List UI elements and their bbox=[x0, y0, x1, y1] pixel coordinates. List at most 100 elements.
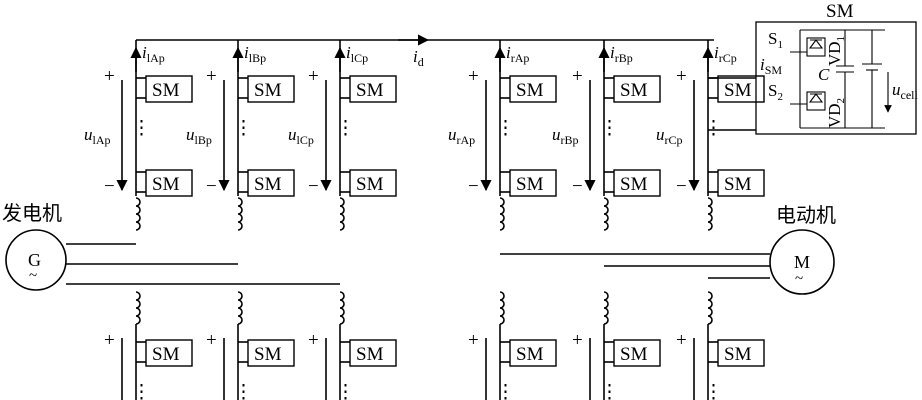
arm-current-label: ilCp bbox=[346, 43, 368, 65]
sm-box-label: SM bbox=[724, 344, 752, 365]
sm-box-label: SM bbox=[620, 80, 648, 101]
sm-box: SM bbox=[340, 169, 397, 197]
arm-ellipsis: ⋮ bbox=[234, 118, 253, 139]
generator-tilde: ~ bbox=[29, 268, 37, 284]
minus-sign: − bbox=[676, 176, 687, 197]
converter-arms: ilApSM⋮SMSM⋮ulAp+−+ilBpSM⋮SMSM⋮ulBp+−+il… bbox=[84, 40, 765, 400]
sm-detail-title: SM bbox=[826, 1, 854, 22]
sm-box: SM bbox=[136, 169, 193, 197]
sm-box-label: SM bbox=[356, 174, 384, 195]
sm-box: SM bbox=[500, 339, 557, 367]
arm-inductor bbox=[707, 197, 713, 231]
id-label: id bbox=[413, 47, 424, 69]
sm-box-label: SM bbox=[356, 80, 384, 101]
arm-ellipsis: ⋮ bbox=[600, 382, 619, 400]
motor-label: 电动机 bbox=[776, 203, 836, 227]
s1-transistor bbox=[806, 37, 826, 57]
sm-box-label: SM bbox=[620, 344, 648, 365]
minus-sign: − bbox=[206, 176, 217, 197]
sm-box: SM bbox=[708, 339, 765, 367]
motor-letter: M bbox=[794, 252, 810, 272]
plus-sign: + bbox=[572, 66, 583, 87]
sm-detail: SM S1 S2 VD1 VD2 C iSM ucell bbox=[755, 1, 918, 135]
arm-ellipsis: ⋮ bbox=[704, 118, 723, 139]
minus-sign: − bbox=[308, 176, 319, 197]
sm-box-label: SM bbox=[620, 174, 648, 195]
plus-sign: + bbox=[104, 66, 115, 87]
arm-ellipsis: ⋮ bbox=[704, 382, 723, 400]
minus-sign: − bbox=[468, 176, 479, 197]
arm-inductor bbox=[499, 291, 505, 325]
minus-sign: − bbox=[104, 176, 115, 197]
arm-inductor bbox=[339, 197, 345, 231]
plus-sign: + bbox=[572, 330, 583, 351]
arm-current-label: irAp bbox=[506, 43, 529, 65]
plus-sign: + bbox=[206, 330, 217, 351]
vd1-diode bbox=[808, 39, 824, 49]
arm-inductor bbox=[603, 291, 609, 325]
arm-inductor bbox=[603, 197, 609, 231]
arm-current-label: ilAp bbox=[142, 43, 165, 65]
plus-sign: + bbox=[308, 330, 319, 351]
vd1-label: VD1 bbox=[825, 36, 847, 66]
arm-voltage-label: urBp bbox=[552, 125, 579, 147]
arm-current-label: irBp bbox=[610, 43, 633, 65]
arm-voltage-label: urAp bbox=[448, 125, 475, 147]
sm-box-label: SM bbox=[724, 174, 752, 195]
sm-box: SM bbox=[604, 169, 661, 197]
arm-inductor bbox=[135, 291, 141, 325]
generator-symbol bbox=[5, 229, 67, 291]
arm-voltage-label: ulBp bbox=[186, 125, 212, 147]
arm-ellipsis: ⋮ bbox=[132, 382, 151, 400]
ism-label: iSM bbox=[760, 55, 782, 77]
s1-label: S1 bbox=[768, 29, 783, 51]
motor-tilde: ~ bbox=[795, 271, 803, 287]
sm-box-label: SM bbox=[254, 344, 282, 365]
sm-box-label: SM bbox=[516, 80, 544, 101]
arm-voltage-label: ulCp bbox=[288, 125, 314, 147]
ucell-label: ucell bbox=[892, 80, 918, 102]
sm-box: SM bbox=[500, 75, 557, 103]
arm-ellipsis: ⋮ bbox=[336, 382, 355, 400]
plus-sign: + bbox=[676, 66, 687, 87]
arm-ellipsis: ⋮ bbox=[496, 118, 515, 139]
arm-ellipsis: ⋮ bbox=[132, 118, 151, 139]
sm-box-label: SM bbox=[254, 174, 282, 195]
arm-inductor bbox=[499, 197, 505, 231]
sm-box: SM bbox=[340, 75, 397, 103]
s2-label: S2 bbox=[768, 81, 783, 103]
sm-box-label: SM bbox=[152, 80, 180, 101]
vd2-label: VD2 bbox=[825, 98, 847, 128]
sm-box: SM bbox=[136, 339, 193, 367]
sm-box: SM bbox=[604, 339, 661, 367]
plus-sign: + bbox=[308, 66, 319, 87]
arm-ellipsis: ⋮ bbox=[600, 118, 619, 139]
s2-transistor bbox=[806, 91, 826, 111]
generator-letter: G bbox=[28, 250, 41, 270]
arm-inductor bbox=[237, 197, 243, 231]
sm-box: SM bbox=[340, 339, 397, 367]
sm-box: SM bbox=[238, 169, 295, 197]
sm-box: SM bbox=[238, 339, 295, 367]
generator-label: 发电机 bbox=[2, 201, 62, 225]
sm-box-label: SM bbox=[516, 174, 544, 195]
sm-box-label: SM bbox=[516, 344, 544, 365]
arm-ellipsis: ⋮ bbox=[234, 382, 253, 400]
arm-current-label: ilBp bbox=[244, 43, 266, 65]
minus-sign: − bbox=[572, 176, 583, 197]
arm-current-label: irCp bbox=[714, 43, 737, 65]
plus-sign: + bbox=[676, 330, 687, 351]
sm-box: SM bbox=[500, 169, 557, 197]
sm-box-label: SM bbox=[724, 80, 752, 101]
vd2-diode bbox=[808, 93, 824, 103]
capacitor-label: C bbox=[818, 65, 830, 84]
arm-voltage-label: ulAp bbox=[84, 125, 111, 147]
sm-box: SM bbox=[238, 75, 295, 103]
arm-voltage-label: urCp bbox=[656, 125, 683, 147]
